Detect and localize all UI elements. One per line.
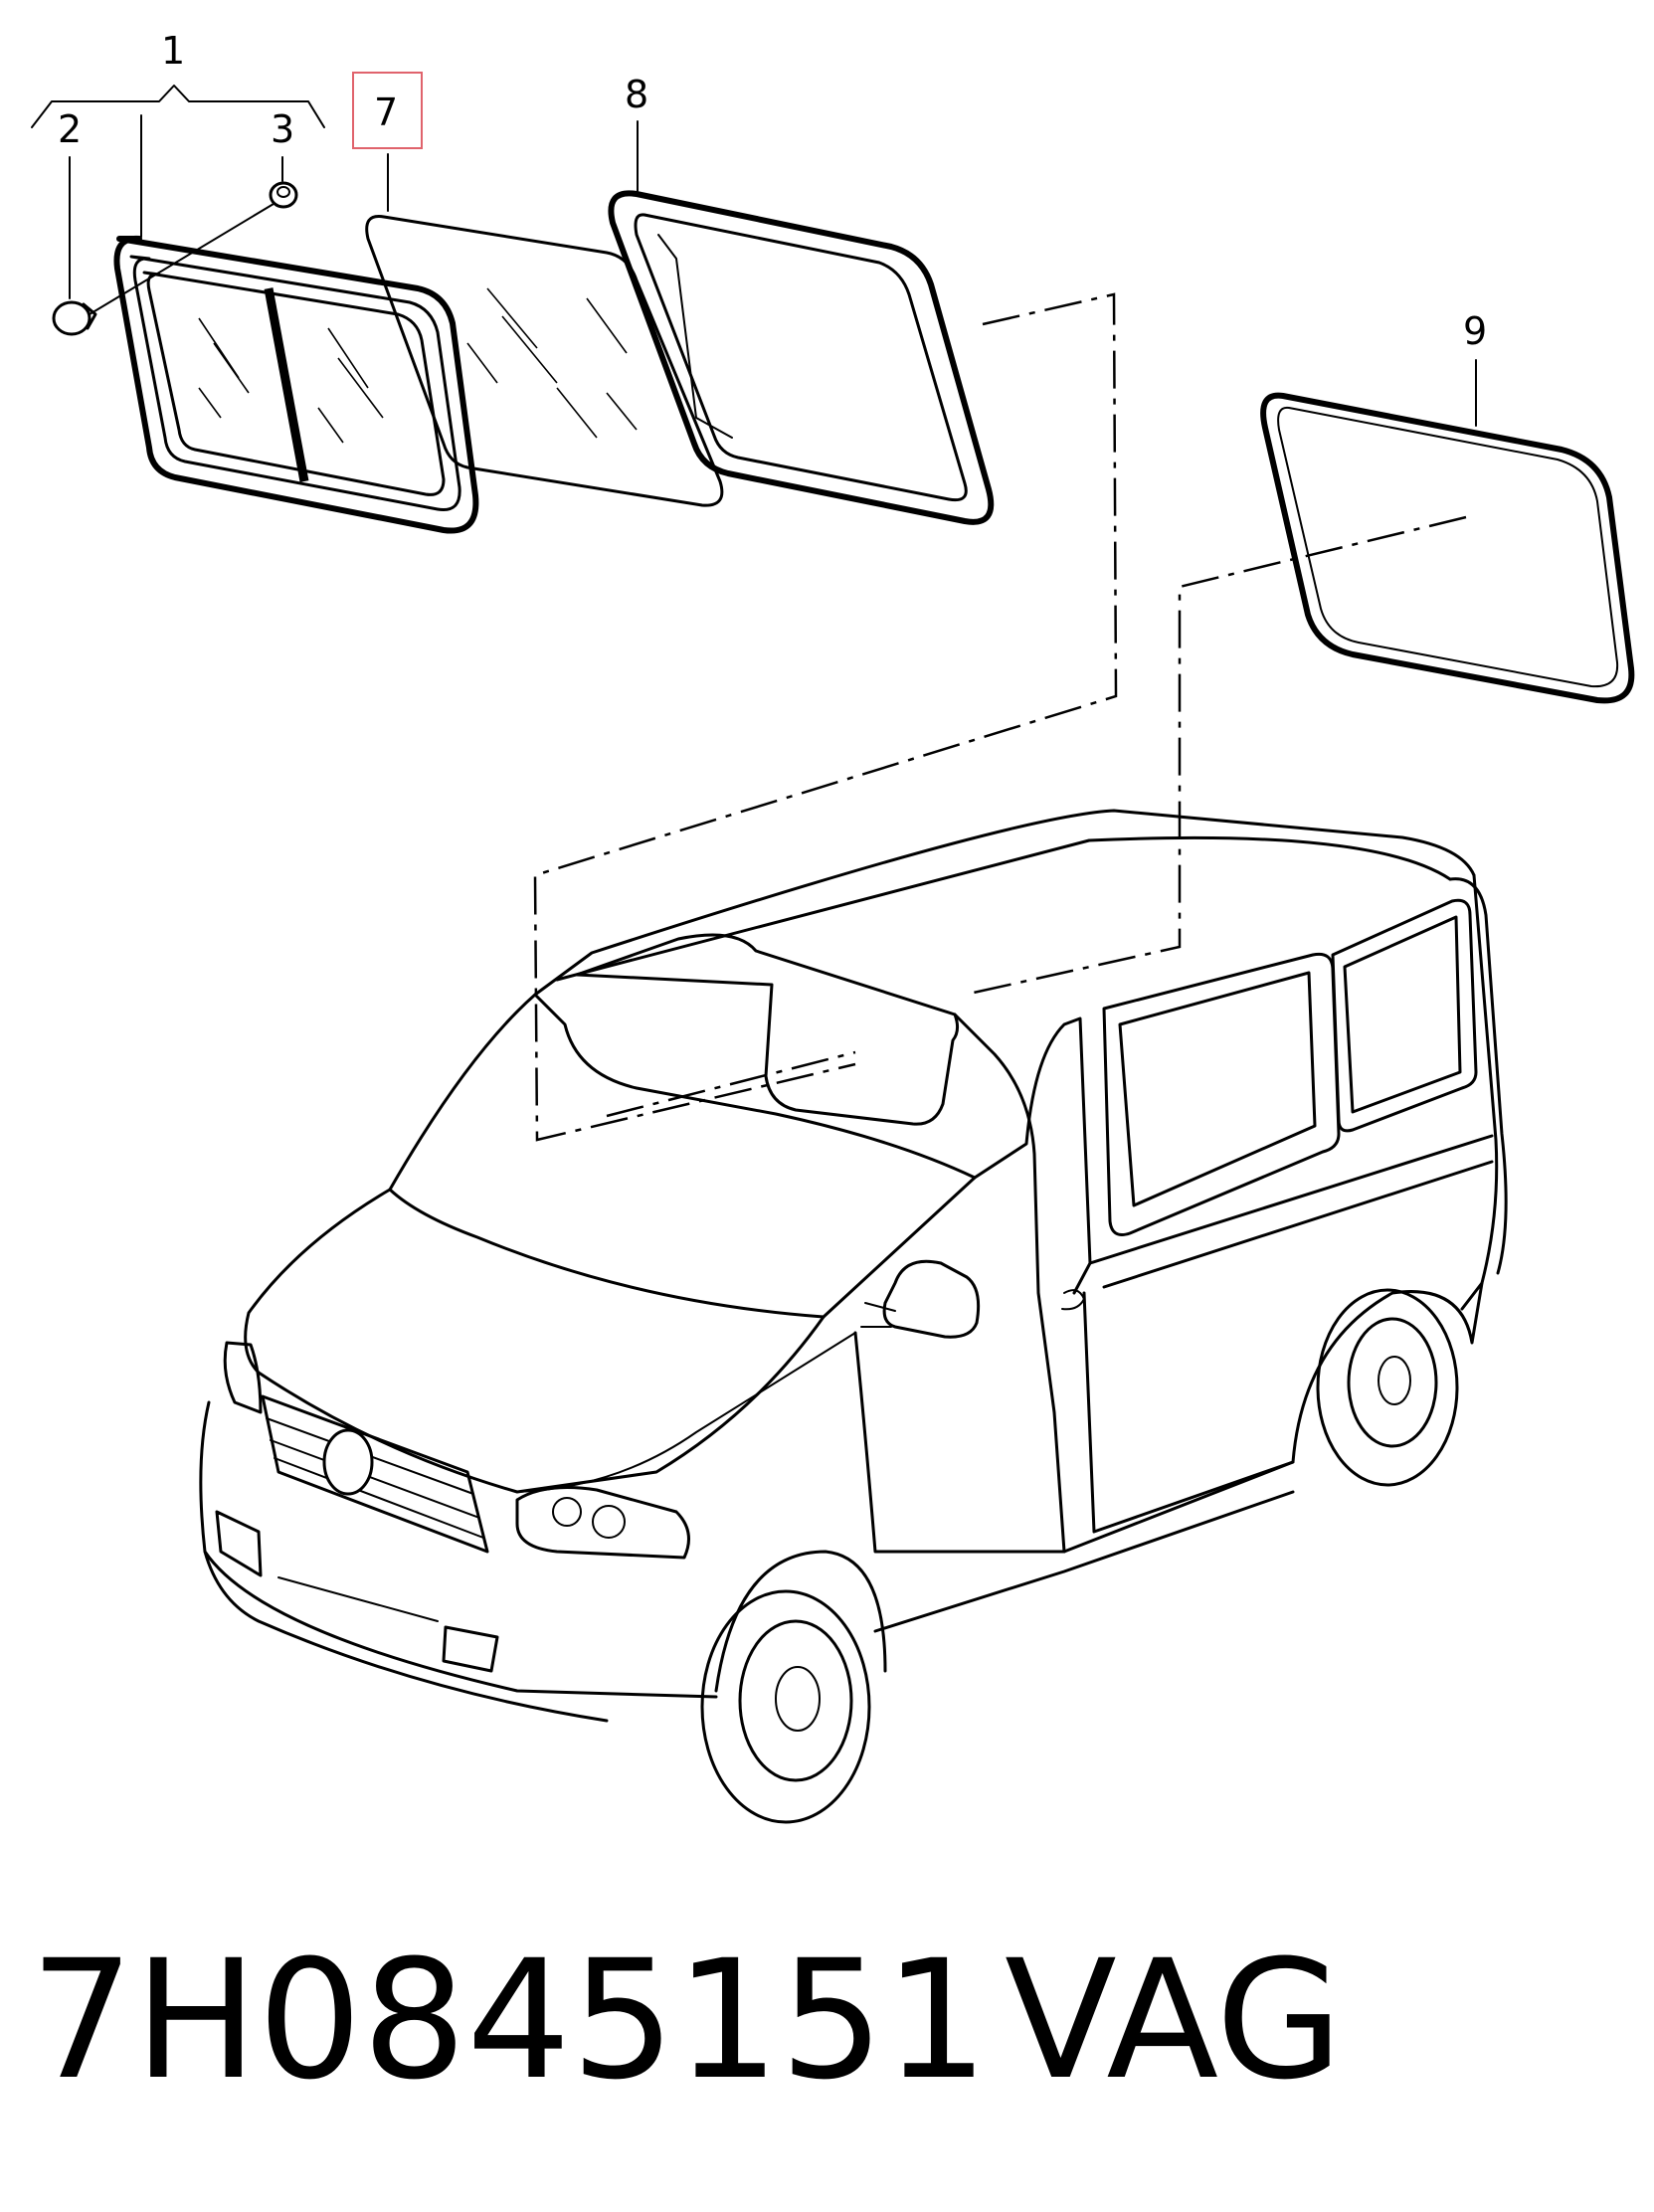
van-rear-wheel-tire bbox=[1316, 1288, 1459, 1487]
van-headlight-left bbox=[223, 1341, 263, 1414]
sliding-window-inner-frame bbox=[129, 255, 461, 512]
sliding-window-assembly bbox=[89, 203, 479, 534]
van-side-mirror bbox=[882, 1259, 981, 1339]
glass-pane-outline bbox=[365, 214, 724, 507]
sliding-window-divider bbox=[264, 287, 309, 482]
van-side-belt-line-2 bbox=[1102, 1160, 1494, 1289]
plug-stem bbox=[82, 302, 97, 330]
van-sliding-door-edge bbox=[1082, 1291, 1295, 1534]
van-headlight-right bbox=[515, 1486, 690, 1560]
callout-7: 7 bbox=[374, 91, 398, 134]
van-rear-edge bbox=[1448, 877, 1508, 1275]
callout-group-2: 2 bbox=[58, 107, 82, 299]
callout-9: 9 bbox=[1463, 309, 1487, 353]
van-front-wheel-rim bbox=[738, 1619, 853, 1782]
callout-group-8: 8 bbox=[625, 73, 648, 192]
sliding-window-pane bbox=[142, 271, 446, 496]
clip-body bbox=[269, 181, 298, 209]
van-side-lower bbox=[1062, 1281, 1484, 1554]
van-rear-pillar bbox=[1460, 873, 1499, 1311]
van-side-window-1 bbox=[1102, 952, 1341, 1236]
leader-dash-glass bbox=[606, 1050, 856, 1118]
leader-dash-window bbox=[533, 292, 1118, 1142]
van-illustration bbox=[199, 809, 1508, 1824]
highlight-box-7 bbox=[352, 72, 423, 149]
glass-pane-part-7 bbox=[365, 214, 724, 507]
callout-group-7: 7 bbox=[352, 72, 423, 212]
quarter-window-seal-outline bbox=[1260, 392, 1635, 704]
callout-group-3: 3 bbox=[271, 107, 294, 182]
van-side-belt-line bbox=[1088, 1134, 1494, 1265]
callout-1: 1 bbox=[161, 29, 185, 73]
van-hood-crease bbox=[516, 1332, 856, 1493]
brand-label: VAG bbox=[1005, 1925, 1343, 2116]
callout-3: 3 bbox=[271, 107, 294, 151]
window-seal-outer bbox=[608, 190, 995, 525]
van-windshield bbox=[388, 993, 977, 1319]
van-bumper-top bbox=[199, 1400, 718, 1699]
van-front-wheel-arch bbox=[714, 1550, 887, 1693]
plug-part-2 bbox=[52, 300, 97, 336]
window-seal-part-8 bbox=[608, 190, 995, 525]
window-seal-corner-detail bbox=[657, 234, 733, 439]
van-front-door-lower bbox=[853, 1331, 1066, 1554]
part-number: 7H0845151 bbox=[30, 1925, 989, 2116]
van-front-door-window-frame bbox=[575, 933, 960, 1126]
van-grille bbox=[261, 1394, 489, 1554]
van-headlight-lamp-1 bbox=[552, 1497, 582, 1527]
van-rear-wheel-rim bbox=[1347, 1317, 1438, 1448]
van-fog-light-left bbox=[215, 1510, 263, 1577]
window-seal-inner bbox=[634, 213, 968, 502]
clip-leader-line bbox=[89, 203, 275, 315]
van-fog-light-right bbox=[442, 1625, 499, 1673]
callout-8: 8 bbox=[625, 73, 648, 116]
van-logo-emblem bbox=[322, 1428, 374, 1496]
van-front-door-edge bbox=[973, 1016, 1092, 1295]
van-b-pillar bbox=[953, 1013, 1066, 1554]
van-roof-top bbox=[533, 809, 1476, 997]
van-side-window-2 bbox=[1331, 898, 1478, 1133]
van-side-window-1-inner bbox=[1118, 971, 1317, 1207]
van-front-wheel-tire bbox=[700, 1589, 871, 1824]
van-roof-edge bbox=[555, 835, 1452, 982]
plug-cap bbox=[52, 300, 92, 336]
glass-pane-hatch bbox=[466, 287, 638, 439]
van-mirror-arm bbox=[860, 1302, 896, 1328]
installation-leader-lines bbox=[533, 292, 1467, 1142]
sliding-window-outer-frame bbox=[113, 235, 479, 534]
quarter-window-seal-inner bbox=[1277, 406, 1619, 688]
callout-2: 2 bbox=[58, 107, 82, 151]
van-rear-wheel-hub bbox=[1378, 1356, 1411, 1405]
van-bumper-intake bbox=[277, 1576, 439, 1622]
clip-hole bbox=[276, 186, 290, 198]
van-headlight-lamp-2 bbox=[592, 1505, 626, 1539]
quarter-window-seal-part-9 bbox=[1260, 392, 1635, 704]
sliding-window-glass-hatch bbox=[198, 317, 384, 444]
clip-part-3 bbox=[269, 181, 298, 209]
van-front-wheel-hub bbox=[775, 1666, 821, 1732]
van-bumper-lower bbox=[203, 1550, 609, 1723]
van-sill bbox=[873, 1490, 1295, 1633]
callout-bracket-1 bbox=[31, 85, 325, 128]
leader-dash-quarter bbox=[964, 515, 1467, 997]
callout-group-1: 1 bbox=[31, 29, 325, 238]
van-side-window-2-inner bbox=[1343, 915, 1462, 1114]
callout-group-9: 9 bbox=[1463, 309, 1487, 427]
van-hood bbox=[244, 1188, 826, 1494]
